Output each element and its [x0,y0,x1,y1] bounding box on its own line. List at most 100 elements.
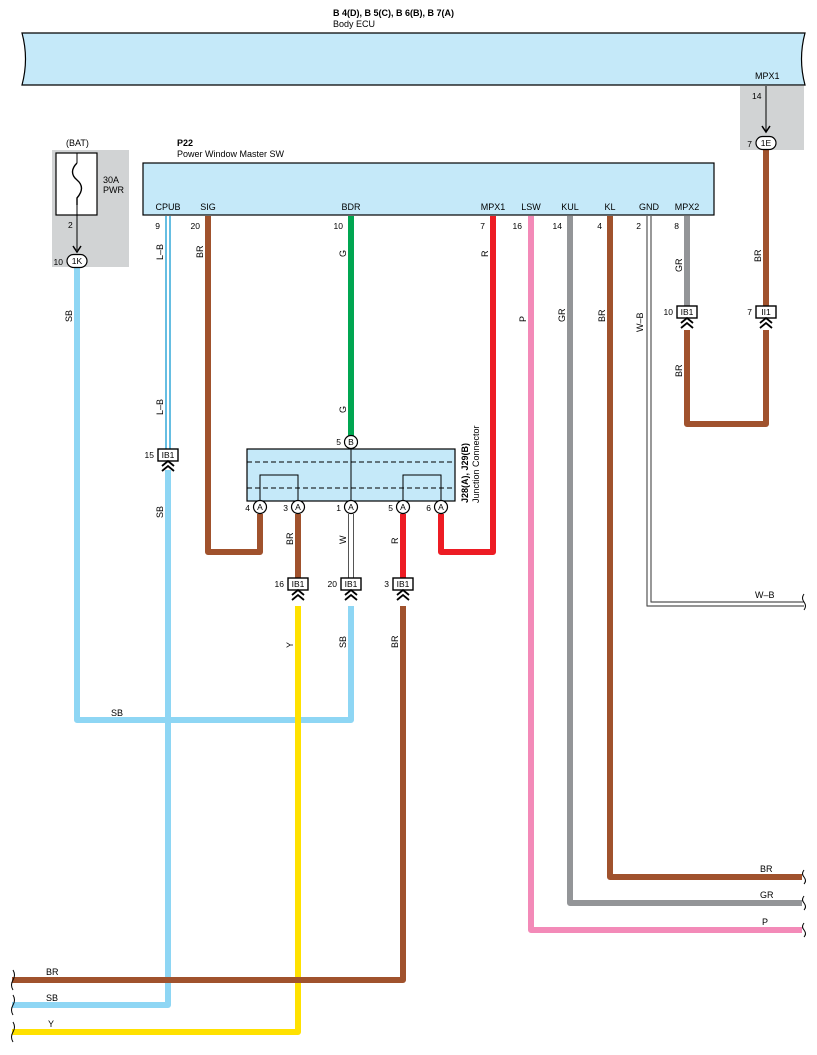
connector-ib1-16: IB1 16 [275,577,309,601]
fuse-name: PWR [103,185,124,195]
connector-ib1-3: IB1 3 [384,577,414,601]
wire-br-ib3 [12,606,406,983]
pin-lsw: 16 [513,221,523,231]
wire-y [12,606,301,1035]
connector-ib1-10-pin: 10 [664,307,674,317]
power-window-master-switch: P22 Power Window Master SW [142,138,715,216]
wire-label-right-p: P [762,917,768,927]
body-ecu: B 4(D), B 5(C), B 6(B), B 7(A) Body ECU [21,8,806,86]
pin-mpx2: 8 [674,221,679,231]
pin-mpx1: 7 [480,221,485,231]
jc-bottom-letter-1: A [295,502,301,512]
wire-breaks [11,593,806,1043]
jc-bottom-letter-2-circle [343,499,359,515]
wire-label-mpx1-r: R [480,250,490,257]
wire-label-mpx1-br: BR [753,249,763,262]
body-ecu-connectors: B 4(D), B 5(C), B 6(B), B 7(A) [333,8,454,18]
wire-label-bdr-g-mid: G [338,406,348,413]
jc-bottom-letter-2: A [348,502,354,512]
wire-label-ib1-br-low: BR [674,364,684,377]
wire-label-y-low: Y [285,642,295,648]
wire-p-lsw [528,216,802,933]
connector-ib1-15-name: IB1 [162,450,175,460]
fuse-pwr: (BAT) 30A PWR 2 [55,138,124,254]
jc-bottom-pin-3: 5 [388,503,393,513]
connector-ib1-10-name: IB1 [681,307,694,317]
wire-label-jc-r: R [390,537,400,544]
connector-ib1-3-name: IB1 [397,579,410,589]
connector-ib1-16-name: IB1 [292,579,305,589]
wire-wb-gnd-1 [646,216,804,607]
connector-ib1-20-chevron-icon [344,589,358,601]
wire-sb-bat [74,268,354,723]
wire-label-right-wb: W–B [755,590,775,600]
pin-gnd: 2 [636,221,641,231]
pin-kl: 4 [597,221,602,231]
wire-br-loop [684,330,769,427]
wire-label-lsw-p: P [518,316,528,322]
pin-bdr: 10 [334,221,344,231]
jc-top-letter: B [348,437,354,447]
pin-kul: 14 [553,221,563,231]
jc-bottom-pin-4: 6 [426,503,431,513]
wire-label-br-ib3: BR [390,635,400,648]
connector-1e-name-oval [755,135,777,151]
connector-ib1-3-pin: 3 [384,579,389,589]
ecu-terminal-mpx1: MPX1 [755,71,780,81]
connector-ib1-15: IB1 15 [145,448,179,472]
connector-ib1-3-chevron-icon [396,589,410,601]
jc-bottom-letter-4: A [438,502,444,512]
connector-ib1-16-chevron-icon [291,589,305,601]
connector-ii1-7-pin: 7 [747,307,752,317]
wires [12,86,804,1035]
jc-bottom-letter-0: A [257,502,263,512]
master-switch-code: P22 [177,138,193,148]
terminal-gnd: GND [639,202,660,212]
jc-top-pin: 5 [336,437,341,447]
wire-label-mpx2-gr: GR [674,258,684,272]
terminal-sig: SIG [200,202,216,212]
connector-ib1-16-pin: 16 [275,579,285,589]
wire-label-jc-br: BR [285,532,295,545]
wire-label-lb-mid: L–B [155,399,165,415]
jc-bottom-letter-4-circle [433,499,449,515]
wire-br-kl [607,216,802,880]
terminal-bdr: BDR [341,202,361,212]
wire-gr-kul [567,216,802,906]
wire-label-sb-left: SB [64,310,74,322]
terminal-mpx1: MPX1 [481,202,506,212]
jc-bottom-pin-1: 3 [283,503,288,513]
wire-label-sb-ib20: SB [338,636,348,648]
wire-label-lb-top: L–B [155,244,165,260]
terminal-kul: KUL [561,202,579,212]
connector-ib1-20-name: IB1 [345,579,358,589]
body-ecu-name: Body ECU [333,19,375,29]
fuse-icon [71,162,83,205]
connector-1k-pin: 10 [54,257,64,267]
connector-ib1-15-chevron-icon [161,460,175,472]
wire-label-sig-br: BR [195,245,205,258]
wire-r-mpx1 [438,216,496,555]
jc-bottom-letter-1-circle [290,499,306,515]
connector-ib1-15-pin: 15 [145,450,155,460]
wire-label-right-gr: GR [760,890,774,900]
terminal-lsw: LSW [521,202,541,212]
connector-1e-pin: 7 [747,139,752,149]
wire-label-kul-gr: GR [557,308,567,322]
jc-bottom-letter-3: A [400,502,406,512]
terminal-kl: KL [604,202,615,212]
connector-ib1-10: IB1 10 [664,305,698,329]
jc-bottom-pin-2: 1 [336,503,341,513]
wire-wb-gnd-2 [650,216,804,603]
diagram-annotations: MPX1141E71K10CPUB9SIG20BDR10MPX17LSW16KU… [46,71,780,1029]
wire-label-right-br: BR [760,864,773,874]
fuse-rating: 30A [103,175,119,185]
pin-sig: 20 [191,221,201,231]
wire-label-left-y: Y [48,1019,54,1029]
junction-connector-name: Junction Connector [471,425,481,503]
connector-ib1-10-chevron-icon [680,317,694,329]
junction-connector: J28(A), J29(B) Junction Connector [246,425,481,503]
